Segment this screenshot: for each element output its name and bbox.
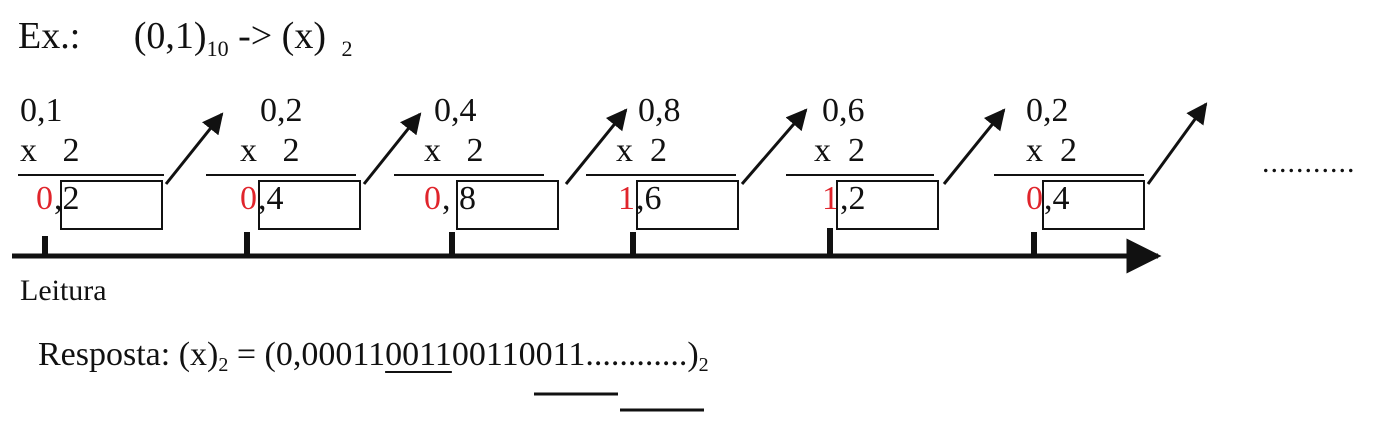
step-2: 0,2 x 2 0 ,4 (206, 90, 406, 260)
step-rule-line (586, 174, 736, 176)
step-rule-line (206, 174, 356, 176)
step-fraction-box (456, 180, 559, 230)
timeline-label: Leitura (20, 274, 107, 307)
step-multiplicand: 0,2 (1026, 92, 1069, 129)
carry-arrow-3 (564, 108, 628, 185)
step-rule-line (994, 174, 1144, 176)
step-integer-digit: 1 (618, 180, 635, 217)
step-fraction: , 8 (442, 180, 476, 217)
answer-prefix: Resposta: (x) (38, 336, 219, 373)
conversion-arrow-text: -> (x) (238, 15, 336, 57)
timeline-tick-3 (449, 232, 455, 258)
step-fraction-box (836, 180, 939, 230)
step-operator: x 2 (20, 132, 80, 169)
step-rule-line (18, 174, 164, 176)
step-1: 0,1 x 2 0 ,2 (18, 90, 218, 260)
example-title: Ex.: (0,1)10 -> (x) 2 (18, 14, 353, 62)
step-multiplicand: 0,1 (20, 92, 63, 129)
timeline-tick-2 (244, 232, 250, 258)
step-operator: x 2 (240, 132, 300, 169)
decimal-number: (0,1) (133, 15, 207, 57)
carry-arrow-6 (1146, 102, 1208, 185)
step-integer-digit: 1 (822, 180, 839, 217)
carry-arrow-4 (740, 108, 808, 185)
step-integer-digit: 0 (424, 180, 441, 217)
answer-base-1: 2 (218, 354, 229, 376)
answer-line: Resposta: (x)2 = (0,00011001100110011...… (38, 336, 709, 377)
carry-arrow-1 (164, 112, 224, 185)
answer-equals: = (0,00011 (228, 336, 386, 373)
step-fraction-box (1042, 180, 1145, 230)
timeline-tick-1 (42, 236, 48, 258)
timeline-tick-4 (630, 232, 636, 258)
step-multiplicand: 0,2 (260, 92, 303, 129)
step-rule-line (786, 174, 934, 176)
step-5: 0,6 x 2 1 ,2 (786, 90, 986, 260)
step-fraction: ,2 (840, 180, 866, 217)
step-4: 0,8 x 2 1 ,6 (586, 90, 786, 260)
timeline-tick-5 (827, 228, 833, 258)
step-multiplicand: 0,8 (638, 92, 681, 129)
base-to: 2 (341, 36, 353, 61)
answer-rest: 0011............) (518, 336, 699, 373)
step-fraction: ,4 (258, 180, 284, 217)
answer-period-group-1: 0011 (385, 336, 452, 373)
step-operator: x 2 (424, 132, 484, 169)
step-fraction: ,6 (636, 180, 662, 217)
step-fraction-box (258, 180, 361, 230)
timeline-tick-6 (1031, 232, 1037, 258)
step-multiplicand: 0,4 (434, 92, 477, 129)
step-fraction-box (636, 180, 739, 230)
step-fraction: ,2 (54, 180, 80, 217)
step-operator: x 2 (616, 132, 667, 169)
step-6: 0,2 x 2 0 ,4 (994, 90, 1194, 260)
step-operator: x 2 (814, 132, 865, 169)
step-3: 0,4 x 2 0 , 8 (394, 90, 594, 260)
answer-base-2: 2 (698, 354, 709, 376)
carry-arrow-2 (362, 112, 422, 185)
example-label: Ex.: (18, 15, 81, 57)
step-operator: x 2 (1026, 132, 1077, 169)
continuation-dots: ........... (1262, 146, 1356, 179)
step-integer-digit: 0 (36, 180, 53, 217)
step-integer-digit: 0 (240, 180, 257, 217)
step-integer-digit: 0 (1026, 180, 1043, 217)
step-fraction: ,4 (1044, 180, 1070, 217)
answer-period-group-2: 0011 (451, 336, 519, 373)
step-multiplicand: 0,6 (822, 92, 865, 129)
step-rule-line (394, 174, 544, 176)
carry-arrow-5 (942, 108, 1006, 185)
base-from: 10 (206, 36, 229, 61)
step-fraction-box (60, 180, 163, 230)
